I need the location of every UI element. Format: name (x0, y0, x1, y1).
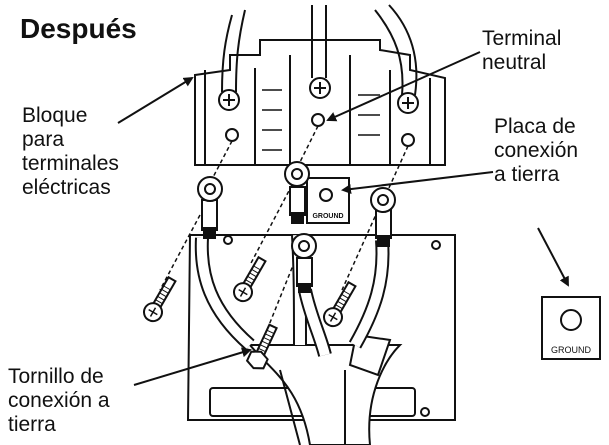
ground-plate: GROUND (306, 177, 350, 224)
ground-plate-label: GROUND (312, 213, 343, 220)
terminal-screws (143, 255, 357, 370)
ground-plate-detail: GROUND (537, 227, 601, 360)
detail-plate-label: GROUND (551, 345, 591, 355)
label-neutral-terminal: Terminal neutral (482, 27, 567, 74)
ring-terminals (194, 161, 396, 357)
diagram-title: Después (20, 13, 137, 44)
callout-arrows (117, 51, 494, 386)
label-ground-screw: Tornillo de conexión a tierra (8, 365, 115, 436)
supply-wires (221, 4, 418, 96)
terminal-block (194, 39, 446, 166)
label-terminal-block: Bloque para terminales eléctricas (22, 104, 125, 199)
cable-bundle (247, 333, 403, 445)
label-ground-plate: Placa de conexión a tierra (494, 115, 584, 186)
